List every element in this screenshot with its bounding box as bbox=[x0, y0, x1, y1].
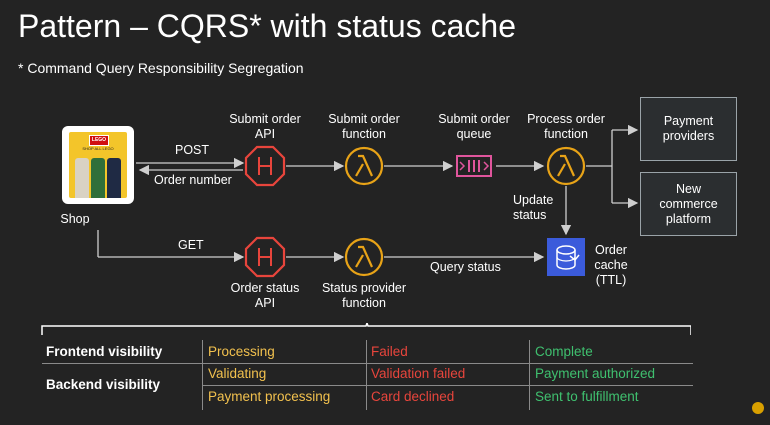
edge-label-query-status: Query status bbox=[430, 260, 501, 274]
api-gateway-icon bbox=[244, 236, 286, 278]
shop-image: LEGO SHOP ALL LEGO bbox=[69, 132, 127, 198]
table-divider bbox=[529, 340, 530, 410]
status-cell: Processing bbox=[208, 344, 275, 359]
lambda-icon bbox=[344, 237, 384, 277]
page-title: Pattern – CQRS* with status cache bbox=[18, 8, 516, 44]
status-cell: Payment authorized bbox=[535, 366, 656, 381]
status-cell: Failed bbox=[371, 344, 408, 359]
lambda-icon bbox=[344, 146, 384, 186]
edge-label-post: POST bbox=[175, 143, 210, 157]
status-cell: Payment processing bbox=[208, 389, 331, 404]
table-divider bbox=[42, 363, 693, 364]
status-cell: Card declined bbox=[371, 389, 455, 404]
database-cache-icon bbox=[547, 238, 585, 276]
shop-label: Shop bbox=[60, 212, 90, 226]
status-cell: Sent to fulfillment bbox=[535, 389, 639, 404]
edge-label-get: GET bbox=[178, 238, 204, 252]
table-divider bbox=[366, 340, 367, 410]
backend-visibility-label: Backend visibility bbox=[46, 377, 161, 392]
presenter-indicator-dot bbox=[752, 402, 764, 414]
status-cell: Validating bbox=[208, 366, 267, 381]
table-divider bbox=[202, 340, 203, 410]
api-gateway-icon bbox=[244, 145, 286, 187]
page-subtitle: * Command Query Responsibility Segregati… bbox=[18, 60, 304, 76]
status-cell: Validation failed bbox=[371, 366, 466, 381]
queue-icon bbox=[456, 155, 492, 177]
frontend-visibility-label: Frontend visibility bbox=[46, 344, 163, 359]
shop-thumbnail: LEGO SHOP ALL LEGO bbox=[62, 126, 134, 204]
status-cell: Complete bbox=[535, 344, 593, 359]
table-divider bbox=[202, 385, 693, 386]
table-bracket bbox=[41, 323, 691, 335]
shop-banner-text: SHOP ALL LEGO bbox=[82, 146, 114, 151]
lego-logo: LEGO bbox=[89, 135, 109, 146]
edge-label-order-number: Order number bbox=[154, 173, 232, 187]
lambda-icon bbox=[546, 146, 586, 186]
